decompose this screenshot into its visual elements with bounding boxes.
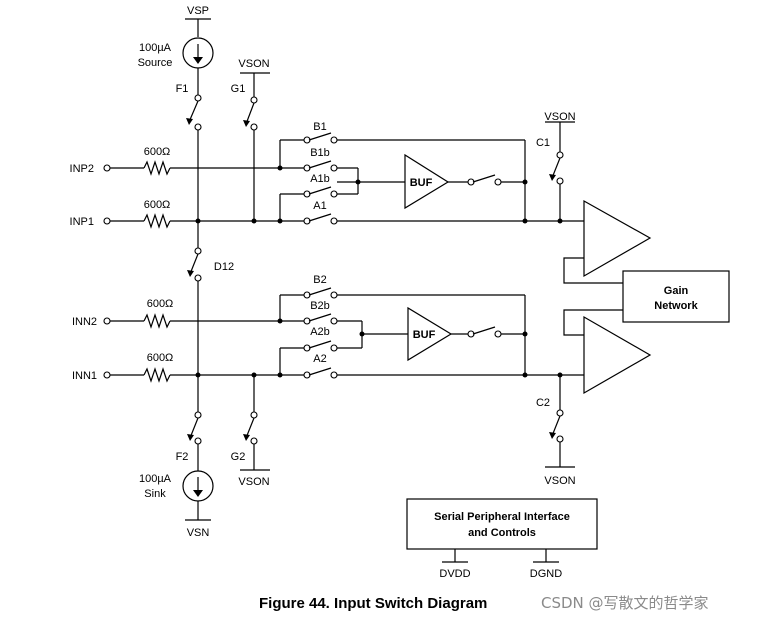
bottom-switch-bank (279, 287, 526, 379)
sink-value: 100µA (139, 473, 172, 485)
gain-label-1: Gain (664, 285, 689, 297)
b2-label: B2 (313, 274, 326, 286)
inp2-path (103, 160, 280, 176)
amp-top (583, 199, 652, 278)
vson-g2-label: VSON (238, 476, 269, 488)
vsp-supply: VSP (185, 5, 211, 37)
inn2-path (103, 313, 280, 329)
a2-label: A2 (313, 353, 326, 365)
a2b-label: A2b (310, 326, 330, 338)
spi-label-1: Serial Peripheral Interface (434, 511, 570, 523)
g1-switch (240, 72, 270, 221)
spi-block (406, 498, 598, 563)
amp-bottom (583, 315, 652, 395)
r-inn1-label: 600Ω (147, 352, 174, 364)
r-inp1-label: 600Ω (144, 199, 171, 211)
vsn-label: VSN (187, 527, 210, 539)
buf-bottom-label: BUF (413, 329, 436, 341)
gain-label-2: Network (654, 300, 698, 312)
g2-label: G2 (231, 451, 246, 463)
buf-top-label: BUF (410, 177, 433, 189)
inn1-path (103, 367, 584, 383)
g1-label: G1 (231, 83, 246, 95)
buf-top (404, 153, 525, 210)
vson-c1-label: VSON (544, 111, 575, 123)
c2-switch (545, 375, 575, 468)
sink-type: Sink (144, 488, 166, 500)
a1b-label: A1b (310, 173, 330, 185)
sink-current-icon (182, 470, 214, 521)
inn1-label: INN1 (72, 370, 97, 382)
vsp-label: VSP (187, 5, 209, 17)
dgnd-label: DGND (530, 568, 562, 580)
f1-switch (186, 94, 202, 248)
c2-label: C2 (536, 397, 550, 409)
vson-g1-label: VSON (238, 58, 269, 70)
spi-label-2: and Controls (468, 527, 536, 539)
inn2-label: INN2 (72, 316, 97, 328)
d12-label: D12 (214, 261, 234, 273)
watermark: CSDN @写散文的哲学家 (541, 594, 709, 612)
source-value: 100µA (139, 42, 172, 54)
a1-label: A1 (313, 200, 326, 212)
b1-label: B1 (313, 121, 326, 133)
dvdd-label: DVDD (439, 568, 470, 580)
g2-switch (240, 375, 270, 471)
source-type: Source (138, 57, 173, 69)
junction-dots (195, 165, 563, 378)
inp2-label: INP2 (70, 163, 94, 175)
inp1-path (103, 213, 584, 229)
f1-label: F1 (176, 83, 189, 95)
d12-switch (187, 247, 202, 412)
vson-c2-label: VSON (544, 475, 575, 487)
source-current-icon (182, 37, 214, 95)
r-inn2-label: 600Ω (147, 298, 174, 310)
c1-switch (545, 121, 575, 221)
b2b-label: B2b (310, 300, 330, 312)
f2-label: F2 (176, 451, 189, 463)
inp1-label: INP1 (70, 216, 94, 228)
c1-label: C1 (536, 137, 550, 149)
gain-network (563, 257, 730, 336)
buf-bottom (407, 306, 525, 362)
f2-switch (187, 411, 202, 471)
r-inp2-label: 600Ω (144, 146, 171, 158)
top-switch-bank (279, 132, 526, 225)
figure-caption: Figure 44. Input Switch Diagram (259, 595, 487, 612)
b1b-label: B1b (310, 147, 330, 159)
